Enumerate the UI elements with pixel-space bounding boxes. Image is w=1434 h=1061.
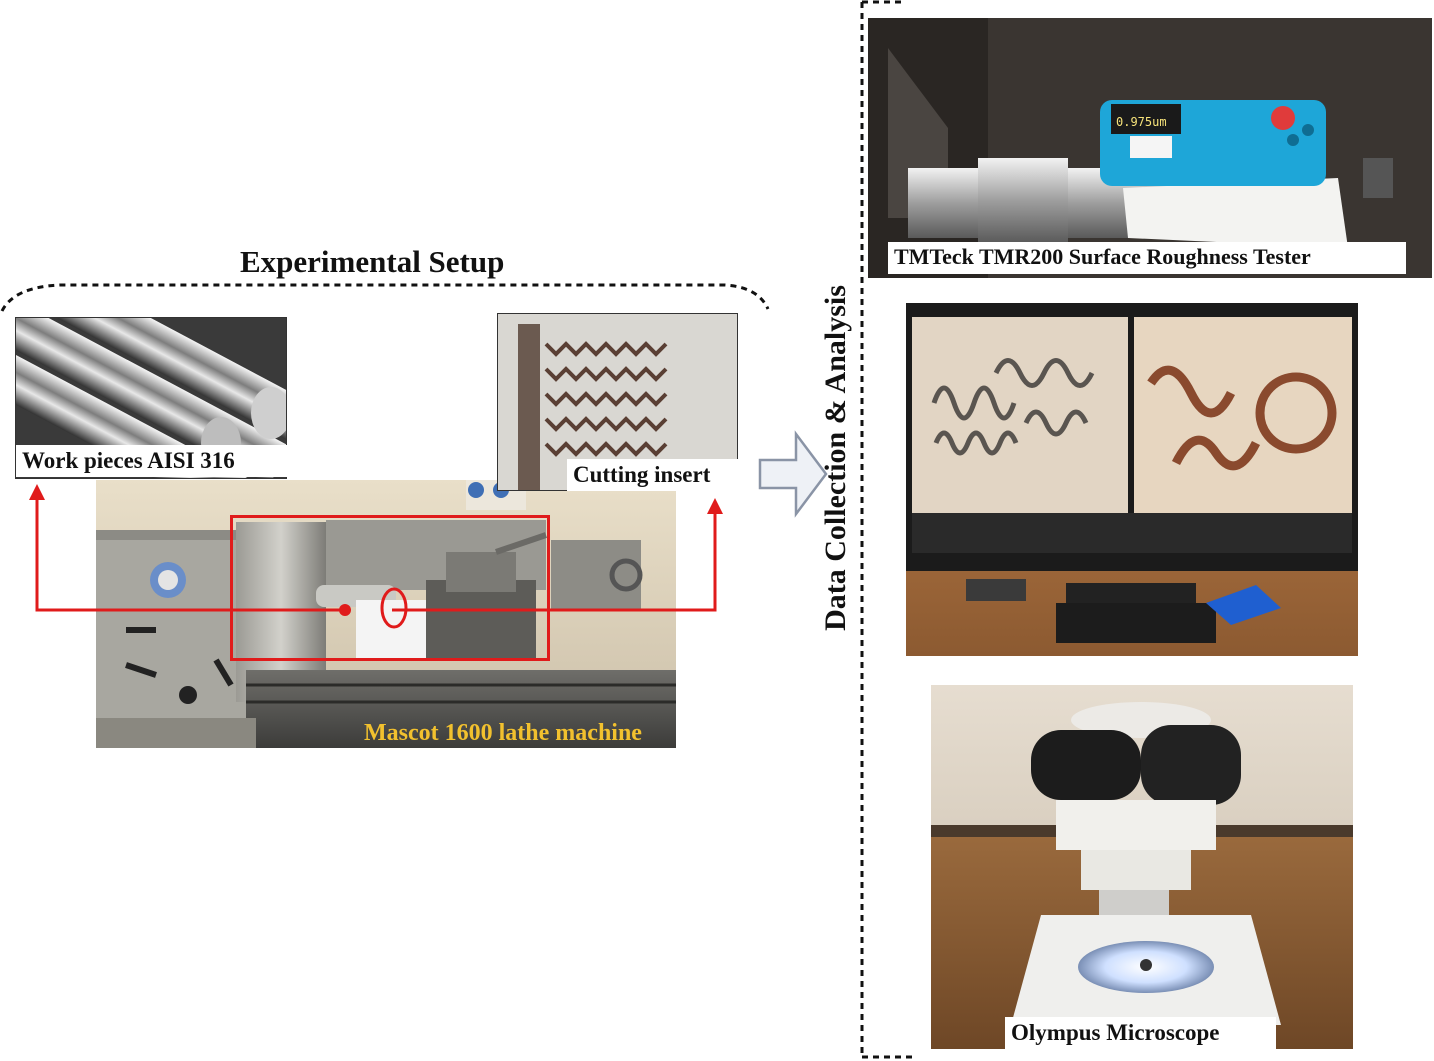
monitor-photo (906, 303, 1358, 656)
setup-title: Experimental Setup (240, 244, 505, 279)
microscope-photo (931, 685, 1353, 1049)
lathe-photo (96, 480, 676, 748)
cutting-zone-box (230, 515, 550, 661)
roughness-tester-photo: 0.975um (868, 18, 1432, 278)
arrow-to-workpieces (29, 484, 45, 500)
analysis-divider (860, 0, 913, 1059)
svg-text:0.975um: 0.975um (1116, 115, 1167, 129)
roughness-tester-illustration: 0.975um (868, 18, 1432, 278)
microscope-illustration (931, 685, 1353, 1049)
workpieces-label: Work pieces AISI 316 (16, 445, 287, 477)
arrow-to-insert (707, 498, 723, 514)
setup-bracket (0, 283, 770, 312)
monitor-illustration (906, 303, 1358, 656)
analysis-title: Data Collection & Analysis (819, 285, 852, 631)
connector-lines (29, 484, 723, 629)
flow-arrow-icon (758, 430, 828, 518)
lathe-label: Mascot 1600 lathe machine (364, 720, 642, 746)
cutting-insert-label: Cutting insert (567, 459, 738, 491)
lathe-illustration (96, 480, 676, 748)
roughness-tester-label: TMTeck TMR200 Surface Roughness Tester (888, 242, 1406, 274)
microscope-label: Olympus Microscope (1005, 1017, 1276, 1049)
